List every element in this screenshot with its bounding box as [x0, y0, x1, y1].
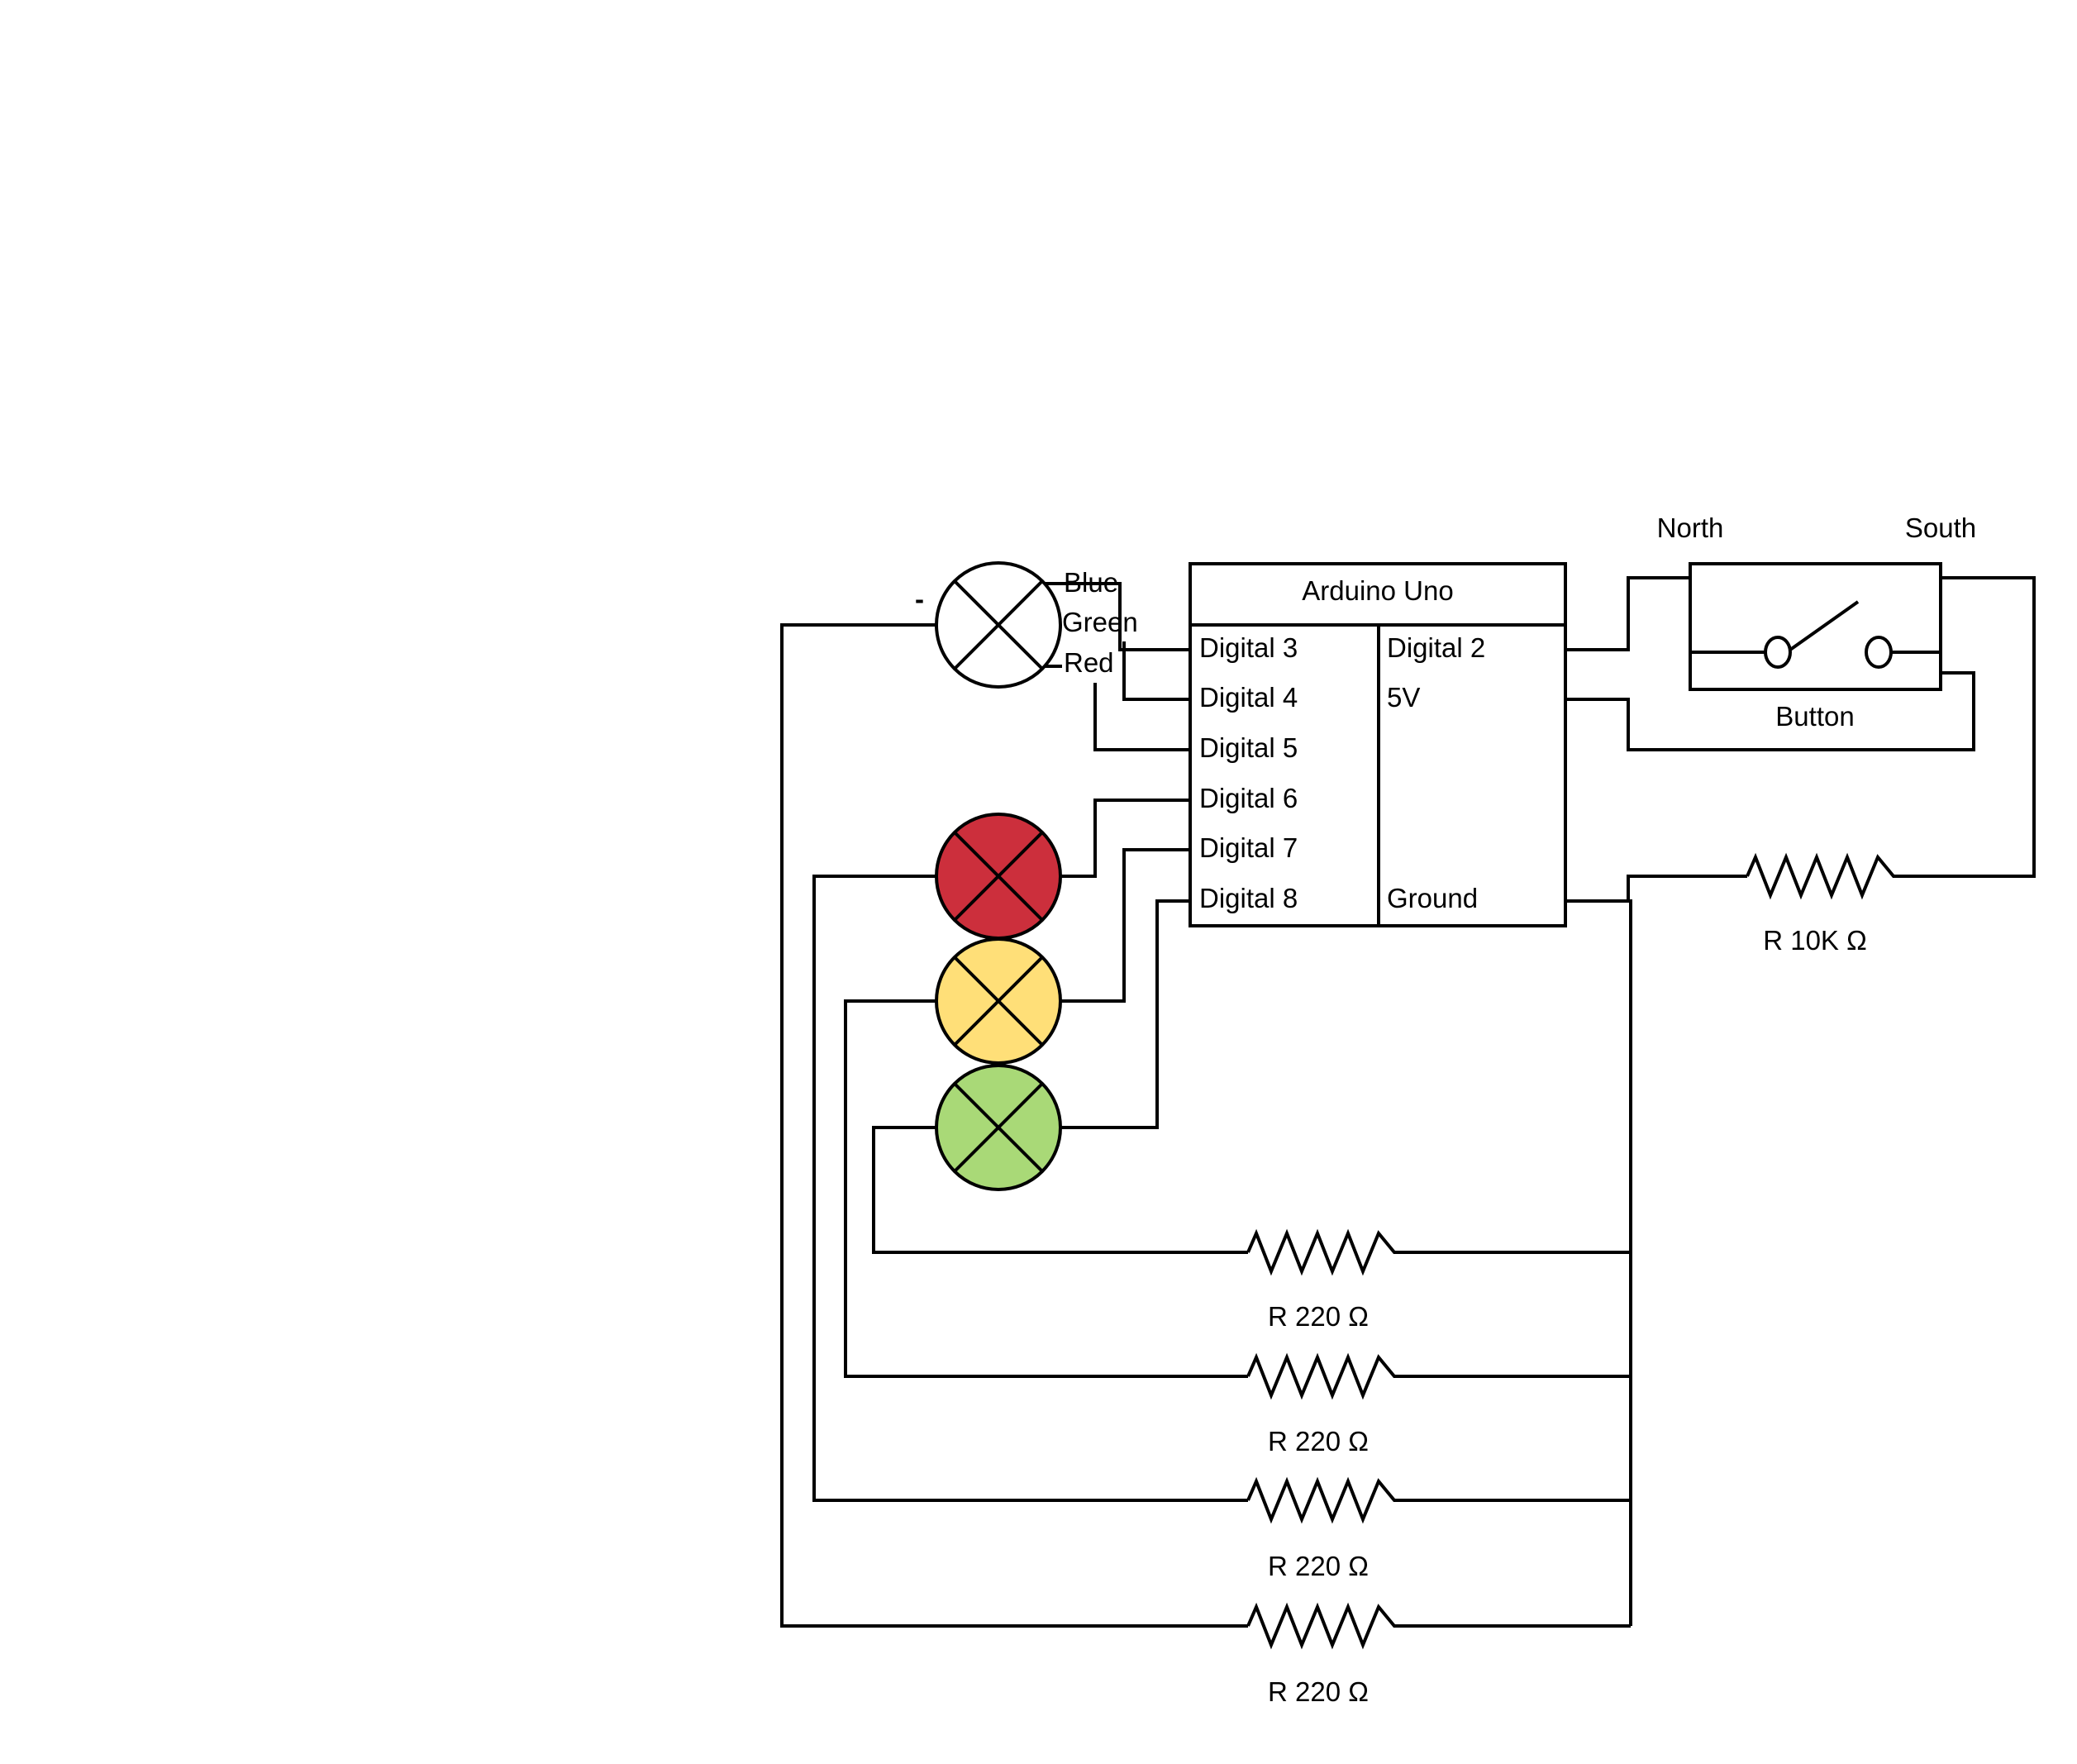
pin-digital-3: Digital 3 — [1199, 632, 1298, 663]
resistor-2-label: R 220 Ω — [1268, 1426, 1369, 1456]
rgb-lead-red-label: Red — [1064, 647, 1114, 678]
pin-digital-6: Digital 6 — [1199, 783, 1298, 813]
led-red — [935, 813, 1062, 940]
push-button: Button North South — [1657, 513, 1976, 732]
wire-red-led-ground — [812, 875, 1248, 1502]
wire-blue-digital3 — [1044, 582, 1190, 651]
resistor-4-label: R 220 Ω — [1268, 1676, 1369, 1707]
wire-red-digital5 — [1093, 683, 1190, 751]
rgb-led: - Blue Green Red — [915, 561, 1138, 689]
rgb-led-cross-b — [953, 579, 1044, 670]
wire-digital2-button — [1565, 576, 1690, 651]
resistor-2: R 220 Ω — [1246, 1352, 1403, 1456]
arduino-title: Arduino Uno — [1302, 575, 1453, 606]
led-green — [935, 1064, 1062, 1191]
pin-5v: 5V — [1387, 682, 1420, 713]
pullup-resistor-label: R 10K Ω — [1763, 925, 1867, 956]
rgb-lead-green-label: Green — [1062, 607, 1138, 637]
wire-digital6-red-led — [1060, 799, 1190, 878]
button-south-label: South — [1905, 513, 1976, 543]
resistor-1: R 220 Ω — [1246, 1228, 1403, 1332]
rgb-lead-blue-label: Blue — [1064, 567, 1118, 598]
pin-ground: Ground — [1387, 883, 1478, 913]
resistor-1-label: R 220 Ω — [1268, 1301, 1369, 1332]
wire-pullup-ground — [1627, 875, 1747, 901]
pin-digital-4: Digital 4 — [1199, 682, 1298, 713]
button-contact-right — [1865, 636, 1893, 669]
pullup-resistor: R 10K Ω — [1746, 852, 1907, 956]
wire-button-south-pullup — [1907, 576, 2036, 878]
button-north-label: North — [1657, 513, 1724, 543]
button-body — [1689, 562, 1942, 691]
wire-green-led-ground — [872, 1126, 1248, 1254]
wire-digital8-green-led — [1060, 899, 1190, 1129]
wire-digital7-yellow-led — [1060, 848, 1190, 1003]
wire-5v-button — [1565, 671, 1975, 751]
resistor-1-zigzag — [1246, 1228, 1403, 1276]
wire-rgb-common — [780, 623, 1248, 1628]
pin-digital-5: Digital 5 — [1199, 732, 1298, 763]
button-lever — [1789, 600, 1860, 651]
button-contact-left — [1764, 636, 1792, 669]
wire-yellow-led-ground — [844, 999, 1248, 1378]
rgb-minus-label: - — [915, 584, 924, 614]
resistor-2-zigzag — [1246, 1352, 1403, 1400]
pullup-resistor-zigzag — [1746, 852, 1907, 900]
pin-digital-8: Digital 8 — [1199, 883, 1298, 913]
resistor-4-zigzag — [1246, 1602, 1403, 1650]
led-red-cross-b — [953, 831, 1044, 922]
button-label: Button — [1775, 701, 1854, 732]
pin-digital-2: Digital 2 — [1387, 632, 1485, 663]
resistor-4: R 220 Ω — [1246, 1602, 1403, 1707]
led-green-cross-b — [953, 1082, 1044, 1173]
resistor-3-label: R 220 Ω — [1268, 1551, 1369, 1581]
wire-green-digital4 — [1122, 641, 1190, 701]
resistor-3-zigzag — [1246, 1476, 1403, 1524]
led-yellow-cross-b — [953, 956, 1044, 1046]
led-yellow — [935, 937, 1062, 1065]
arduino-uno: Arduino Uno Digital 3 Digital 4 Digital … — [1189, 562, 1567, 927]
pin-digital-7: Digital 7 — [1199, 832, 1298, 863]
wire-ground-bus — [1565, 899, 1632, 1626]
wires — [780, 576, 2036, 1628]
resistor-3: R 220 Ω — [1246, 1476, 1403, 1581]
